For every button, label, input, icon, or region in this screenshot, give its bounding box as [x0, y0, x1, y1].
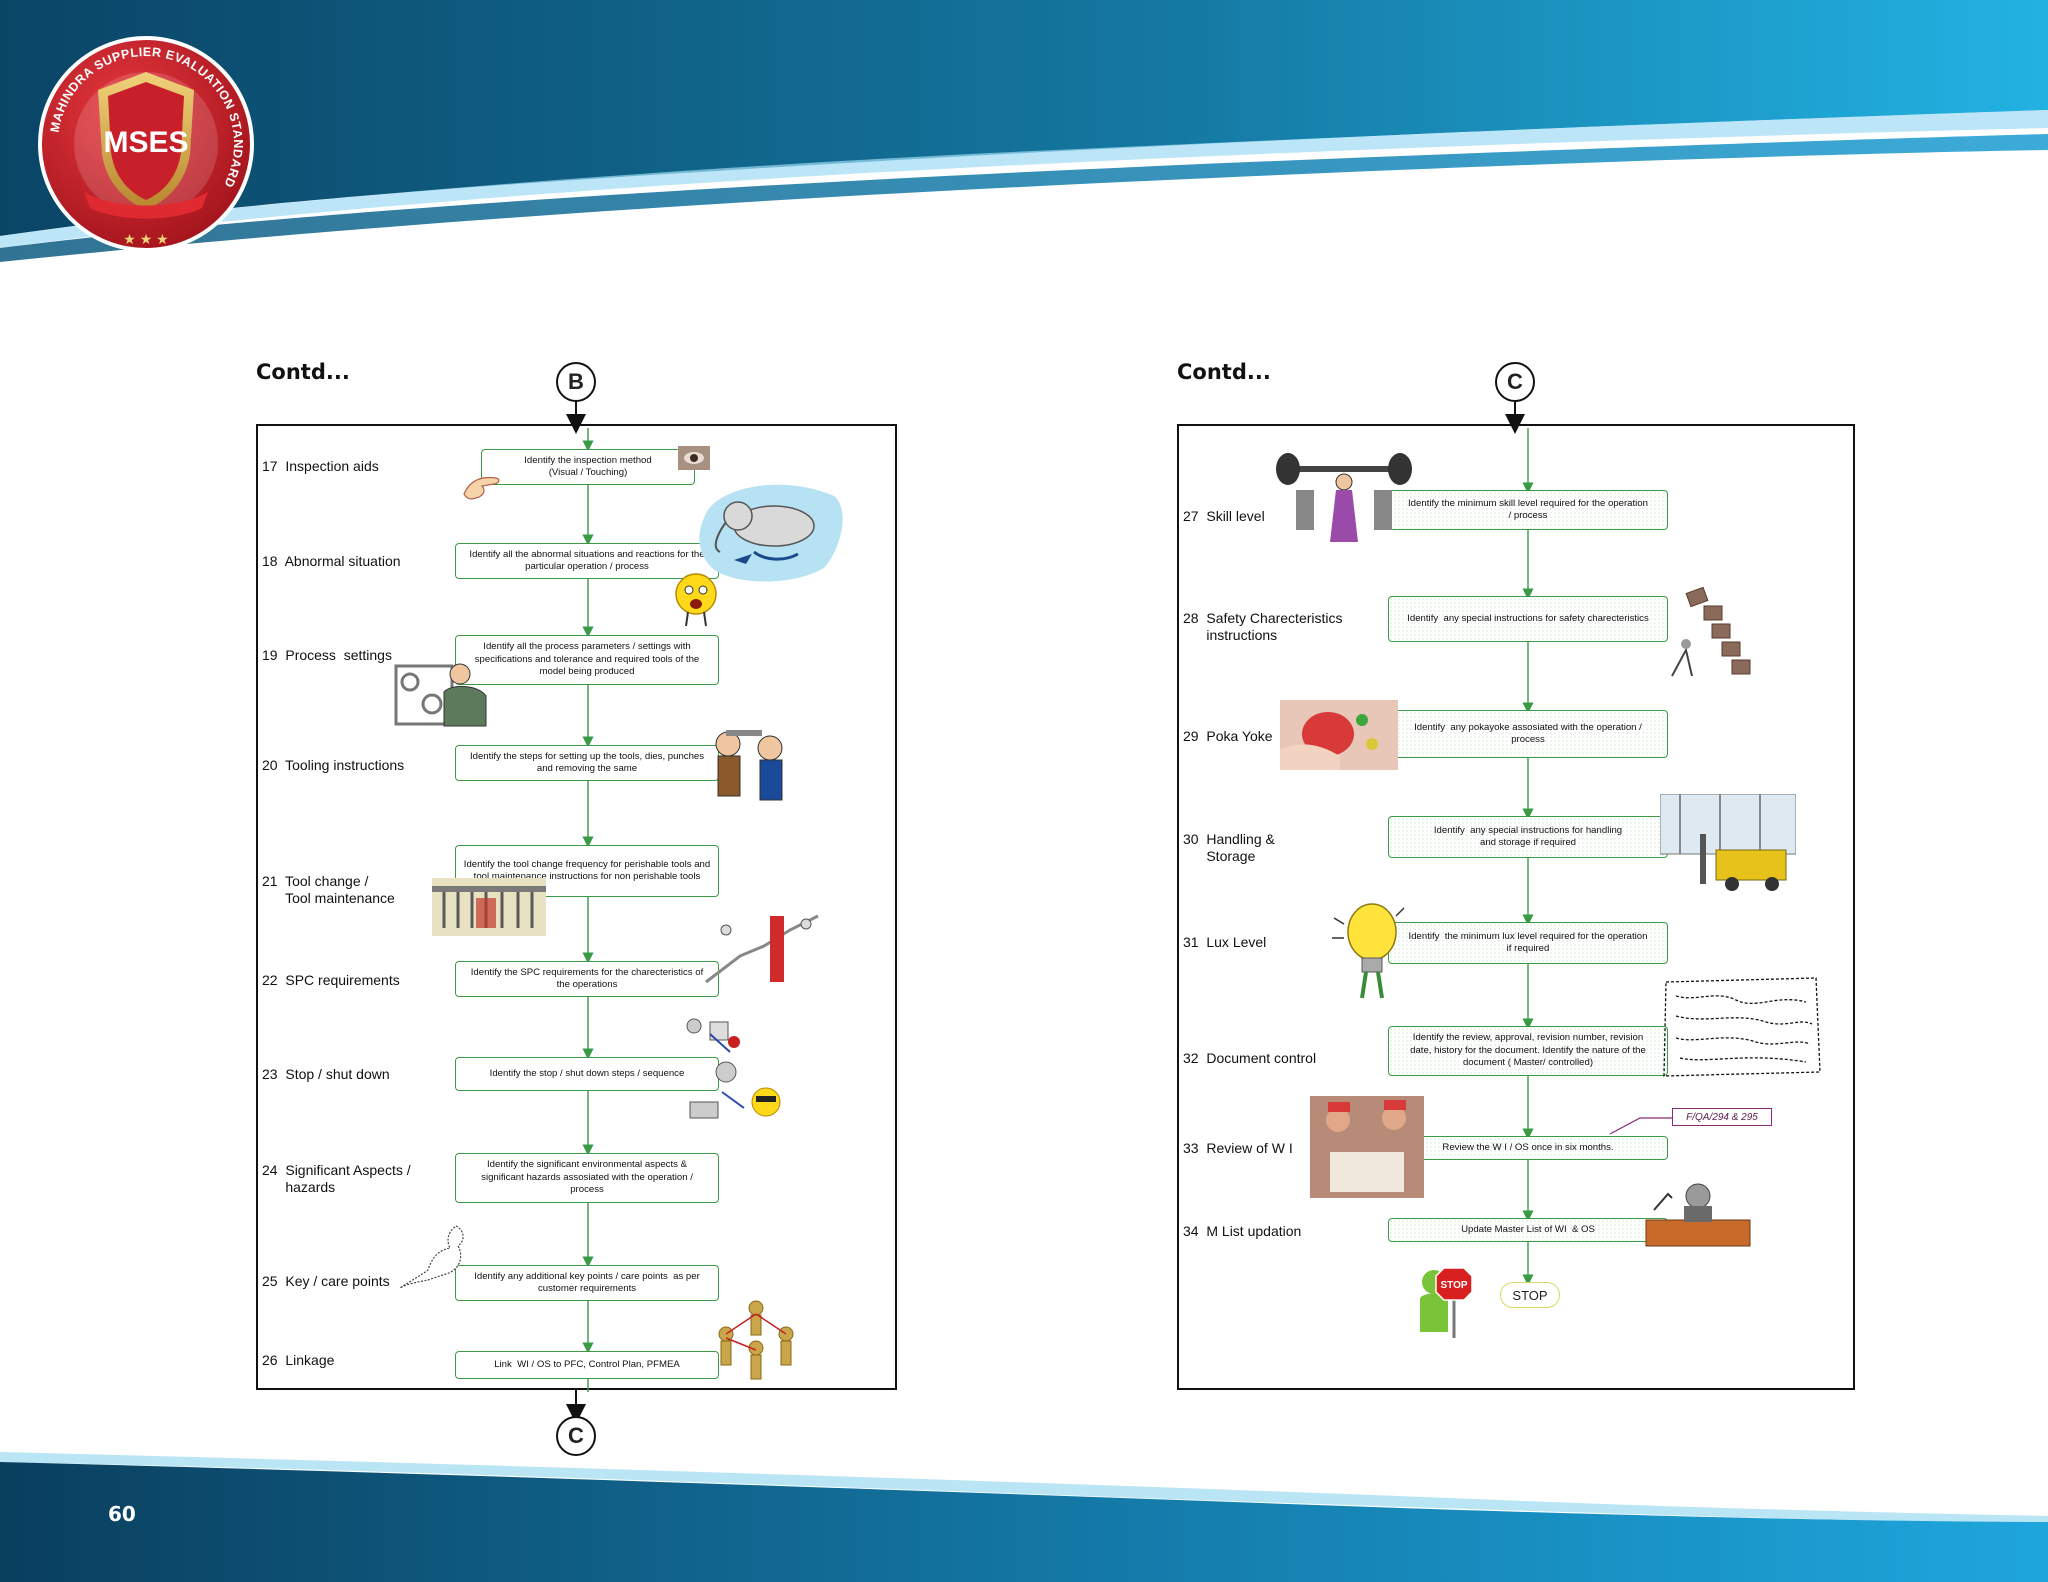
step-20-label: 20 Tooling instructions [262, 757, 405, 773]
step-23-label: 23 Stop / shut down [262, 1066, 390, 1082]
forklift-icon [1660, 794, 1796, 891]
carpenters-icon [715, 730, 783, 801]
step-19-label: 19 Process settings [262, 647, 392, 663]
right-start-connector: C [1495, 362, 1535, 402]
footer-band [0, 1462, 2048, 1582]
step-34-box: Update Master List of WI & OS [1388, 1218, 1668, 1242]
header-band-lower [0, 134, 2048, 262]
page-number: 60 [108, 1502, 136, 1526]
step-32-box: Identify the review, approval, revision … [1388, 1026, 1668, 1076]
document-scribble-icon [1663, 977, 1821, 1077]
eye-photo-icon [678, 446, 710, 470]
review-meeting-photo-icon [1310, 1096, 1424, 1198]
machine-operator-icon [394, 663, 487, 727]
step-26-box: Link WI / OS to PFC, Control Plan, PFMEA [455, 1351, 719, 1379]
stop-label: STOP [1500, 1282, 1560, 1308]
tool-rack-icon [432, 878, 546, 936]
step-33-reference: F/QA/294 & 295 [1672, 1108, 1772, 1126]
step-17-box: Identify the inspection method (Visual /… [481, 449, 695, 485]
step-23-box: Identify the stop / shut down steps / se… [455, 1057, 719, 1091]
step-34-label: 34 M List updation [1183, 1223, 1302, 1239]
right-heading: Contd... [1177, 360, 1271, 384]
step-32-label: 32 Document control [1183, 1050, 1317, 1066]
weightlifters-icon [1276, 453, 1412, 542]
step-21-box: Identify the tool change frequency for p… [455, 845, 719, 897]
step-24-box: Identify the significant environmental a… [455, 1153, 719, 1203]
step-25-label: 25 Key / care points [262, 1273, 390, 1289]
step-27-box: Identify the minimum skill level require… [1388, 490, 1668, 530]
left-end-connector: C [556, 1416, 596, 1456]
step-31-box: Identify the minimum lux level required … [1388, 922, 1668, 964]
header-band-highlight [0, 110, 2048, 248]
poka-yoke-photo-icon [1280, 700, 1398, 770]
mses-logo: MAHINDRA SUPPLIER EVALUATION STANDARD MS… [38, 36, 254, 252]
logo-shield-text: MSES [103, 126, 188, 159]
step-28-label: 28 Safety Charecteristics instructions [1183, 610, 1343, 643]
step-19-box: Identify all the process parameters / se… [455, 635, 719, 685]
kangaroo-icon [399, 1225, 464, 1289]
step-30-label: 30 Handling & Storage [1183, 831, 1275, 864]
sequence-figures-icon [686, 1018, 781, 1119]
hand-eye-icon [463, 476, 500, 500]
step-29-box: Identify any pokayoke assosiated with th… [1388, 710, 1668, 758]
left-start-connector: B [556, 362, 596, 402]
step-33-box: Review the W I / OS once in six months. [1388, 1136, 1668, 1160]
stop-sign-text: STOP [1440, 1280, 1467, 1291]
step-30-box: Identify any special instructions for ha… [1388, 816, 1668, 858]
worried-face-icon [675, 573, 717, 627]
step-20-box: Identify the steps for setting up the to… [455, 745, 719, 781]
step-33-label: 33 Review of W I [1183, 1140, 1293, 1156]
step-18-label: 18 Abnormal situation [262, 553, 401, 569]
chart-figures-icon [705, 914, 819, 984]
step-24-label: 24 Significant Aspects / hazards [262, 1162, 411, 1195]
step-22-label: 22 SPC requirements [262, 972, 400, 988]
step-25-box: Identify any additional key points / car… [455, 1265, 719, 1301]
logo-stars-icon: ★ ★ ★ [123, 231, 168, 247]
desk-worker-icon [1645, 1183, 1751, 1247]
header-band [0, 0, 2048, 236]
lightbulb-icon [1332, 903, 1405, 999]
footer-band-highlight [0, 1452, 2048, 1524]
step-27-label: 27 Skill level [1183, 508, 1265, 524]
linked-people-icon [718, 1300, 794, 1380]
elephant-cartoon-icon [699, 484, 843, 582]
step-29-label: 29 Poka Yoke [1183, 728, 1273, 744]
step-18-box: Identify all the abnormal situations and… [455, 543, 719, 579]
step-26-label: 26 Linkage [262, 1352, 335, 1368]
step-21-label: 21 Tool change / Tool maintenance [262, 873, 395, 906]
left-flow-frame [256, 424, 897, 1390]
step-31-label: 31 Lux Level [1183, 934, 1267, 950]
falling-blocks-icon [1671, 586, 1751, 677]
step-17-label: 17 Inspection aids [262, 458, 379, 474]
step-22-box: Identify the SPC requirements for the ch… [455, 961, 719, 997]
step-28-box: Identify any special instructions for sa… [1388, 596, 1668, 642]
stop-sign-figure-icon: STOP [1420, 1267, 1473, 1338]
left-heading: Contd... [256, 360, 350, 384]
